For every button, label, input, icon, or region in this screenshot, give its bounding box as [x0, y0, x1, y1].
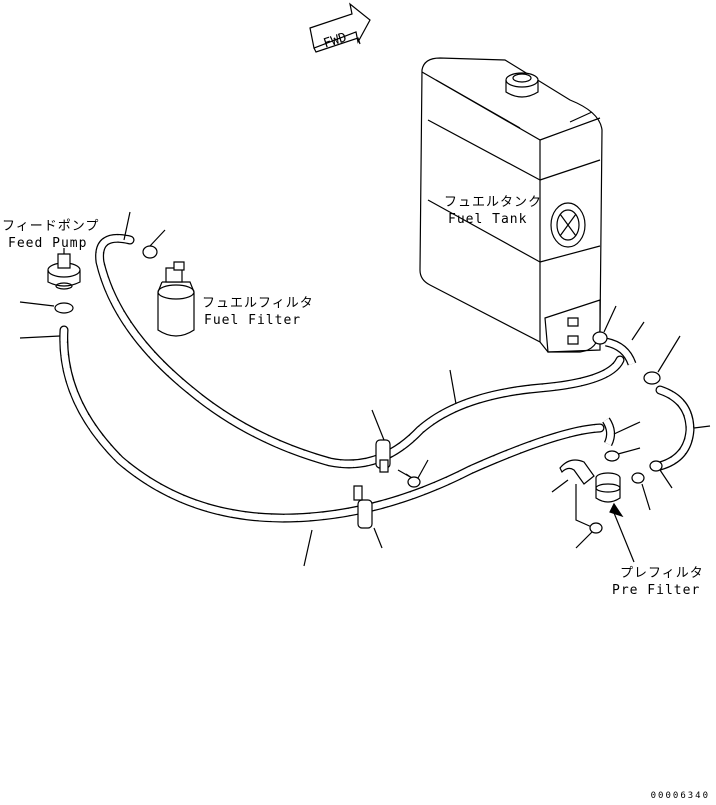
fuel-filter: [158, 262, 194, 336]
feed-pump-label-jp: フィードポンプ: [2, 219, 100, 234]
hose-lower: [20, 330, 600, 566]
fuel-filter-label-jp: フュエルフィルタ: [202, 296, 314, 311]
feed-pump-label-en: Feed Pump: [8, 236, 88, 251]
hose-right: [606, 322, 710, 466]
fuel-tank-label-jp: フュエルタンク: [444, 195, 543, 210]
pre-filter-fittings: [605, 420, 672, 510]
bracket-lower: [354, 486, 382, 548]
document-number: 00006340: [650, 791, 710, 801]
feed-pump: [48, 248, 80, 289]
pre-filter-label-en: Pre Filter: [612, 583, 701, 598]
fuel-tank-label-en: Fuel Tank: [448, 212, 528, 227]
fuel-tank: [420, 58, 602, 352]
fwd-arrow: FWD: [310, 4, 370, 52]
pre-filter: [596, 473, 634, 562]
level-gauge: [551, 203, 585, 247]
bracket-upper: [372, 410, 428, 487]
fitting-tank-return: [644, 336, 680, 384]
filler-cap: [506, 73, 538, 87]
fitting-tank: [593, 306, 616, 344]
hose-upper: [100, 212, 620, 464]
hose-clamp-filter: [143, 230, 165, 258]
pre-filter-label-jp: プレフィルタ: [620, 566, 704, 581]
hose-clamp-left: [20, 302, 73, 313]
fuel-filter-label-en: Fuel Filter: [204, 313, 302, 328]
pre-filter-bracket: [552, 460, 602, 548]
fwd-arrow-text: FWD: [322, 30, 349, 52]
